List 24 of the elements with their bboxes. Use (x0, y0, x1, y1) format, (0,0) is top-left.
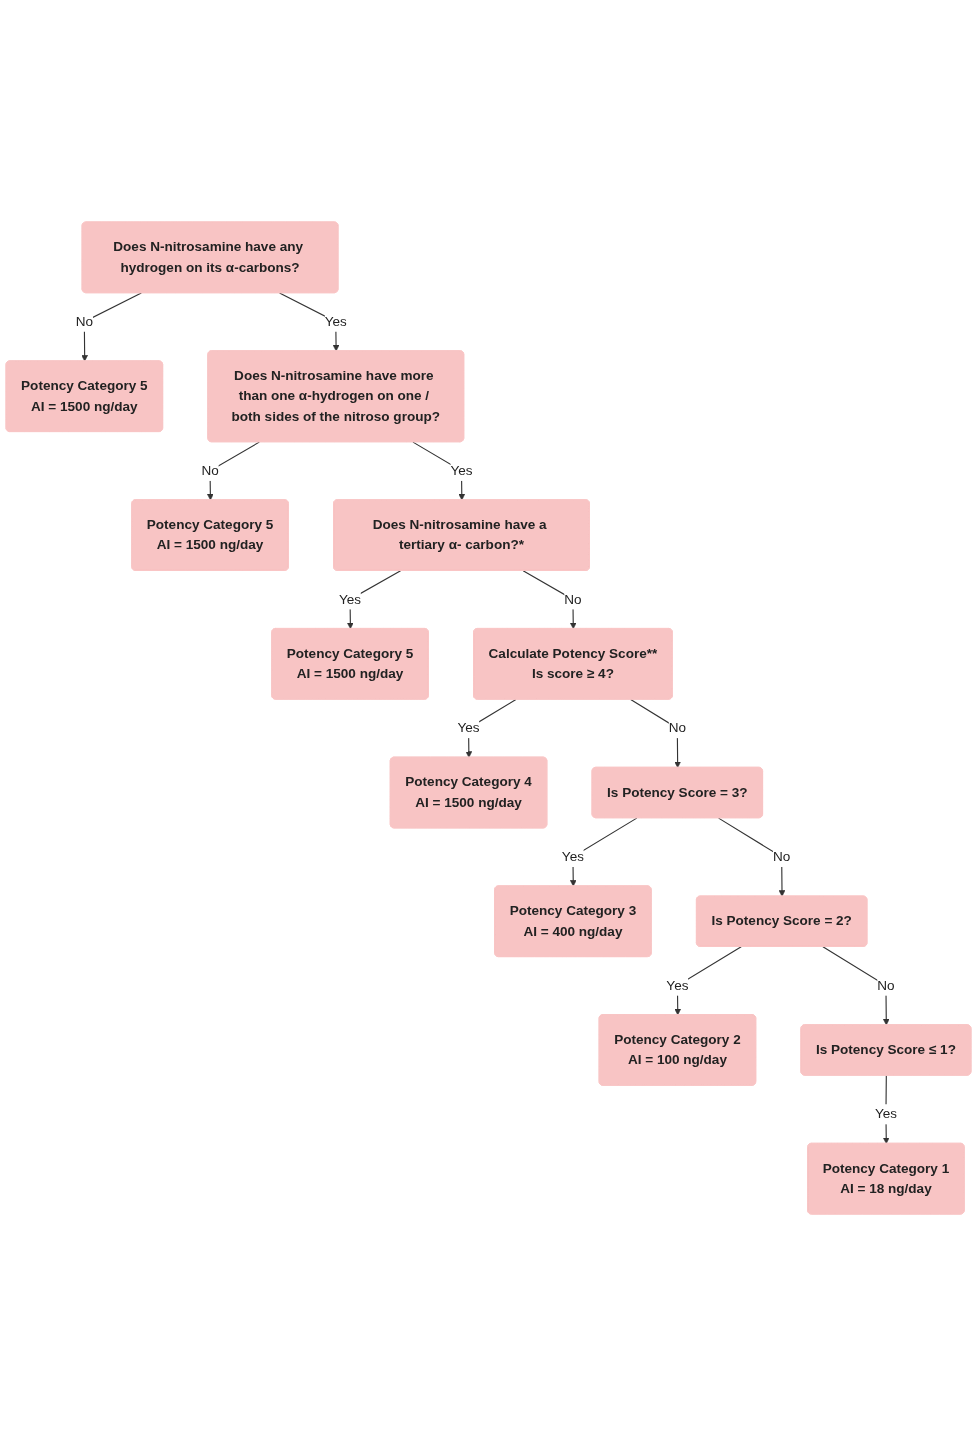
edge-label: No (564, 591, 582, 607)
arrow (412, 441, 466, 501)
arrow (278, 292, 340, 352)
arrow (569, 817, 638, 887)
arrow (822, 946, 890, 1026)
edge-label: Yes (561, 848, 584, 865)
arrow (522, 570, 577, 630)
edge-label: Yes (450, 462, 473, 478)
arrow (718, 817, 786, 897)
edge-label: Yes (324, 313, 347, 329)
edge-label: Yes (874, 1106, 897, 1122)
edge-label: Yes (457, 720, 480, 736)
arrow (81, 292, 142, 362)
edge-label: No (773, 848, 791, 865)
edge-label: Yes (338, 591, 362, 607)
arrow (347, 570, 402, 630)
edge-label: Yes (666, 977, 689, 993)
edge-label: No (201, 462, 219, 478)
edge-label: No (877, 977, 895, 993)
edge-label: No (75, 313, 93, 329)
arrow (674, 946, 742, 1016)
arrow (207, 441, 260, 501)
edge-label: No (668, 720, 686, 736)
arrow (630, 699, 681, 768)
